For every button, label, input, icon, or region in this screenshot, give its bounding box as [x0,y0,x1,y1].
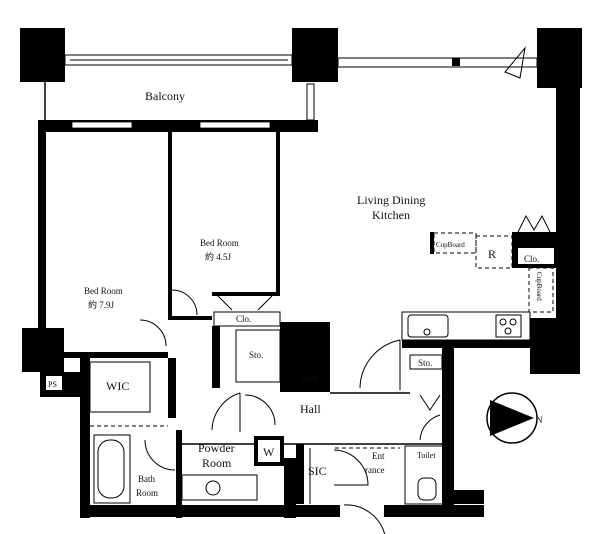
storage [235,329,281,383]
sink [407,314,449,338]
door-swing [333,449,369,486]
toilet-room [404,445,446,505]
room-label-hall: Hall [300,402,321,416]
ps-box [46,376,62,390]
room-label-bath: Bath [138,474,155,484]
door-swing [139,319,167,347]
door-swing [144,439,176,471]
wall [296,444,304,504]
wall [80,505,340,517]
cupboard [528,267,554,313]
door-swing [211,392,241,432]
room-label-ldk: Kitchen [372,208,410,222]
label-fridge: R [488,247,496,261]
wall [172,316,212,320]
label-washer: W [263,445,275,459]
room-label-ldk: Living Dining [357,193,425,207]
label-cupboard: CupBoard [436,241,465,249]
room-label-bedroom-1-size: 約 7.9J [88,299,115,310]
stove [495,314,522,338]
wall [62,352,168,358]
wall [556,88,580,320]
room-label-bedroom-2-size: 約 4.5J [205,251,232,262]
balcony-window [64,54,293,66]
room-label-bath: Room [136,488,158,498]
bathtub [97,439,125,499]
pillar [530,318,580,374]
wall [168,358,176,418]
wall [80,358,90,518]
room-label-powder: Room [202,456,232,470]
room-label-powder: Powder [198,441,235,455]
basin [205,480,221,496]
label-clo-kitchen: Clo. [524,254,539,264]
wall [212,292,280,296]
wall [454,490,484,504]
room-label-wic: WIC [106,379,129,393]
pillar [20,28,65,82]
balcony-door [306,83,315,121]
pillar [292,28,338,82]
north-label: N [536,415,543,425]
room-label-sic: SIC [308,464,327,478]
kitchen-counter [401,311,531,341]
door-swing [171,289,198,316]
compass: N [486,392,543,444]
room-label-bedroom-1: Bed Room [84,286,123,296]
wall [430,232,434,254]
door-swing [244,394,276,426]
wall [284,458,296,518]
wall [176,430,182,518]
label-cupboard-side: CupBoard [535,272,543,301]
room-label-entrance: Ent [372,451,385,461]
entrance-door [343,504,386,534]
door-swing [359,339,401,390]
wic [89,361,151,413]
window [71,121,133,129]
room-label-sto-right: Sto. [418,358,432,368]
ldk-window [337,46,538,79]
room-label-toilet: Toilet [417,451,436,460]
pillar [22,328,64,372]
wall [280,322,330,392]
room-label-bedroom-2: Bed Room [200,238,239,248]
wall [168,130,172,320]
wall [442,348,454,508]
label-ps: PS [48,380,57,389]
wall [402,340,530,348]
closet [213,311,281,327]
vanity [181,474,258,501]
window [199,121,271,129]
bath-area [93,434,131,504]
wall [212,326,220,388]
closet [518,248,554,264]
toilet-fixture [417,477,437,501]
pillar [537,28,582,88]
wall [384,505,484,517]
room-label-shelf: Shelf [301,374,318,383]
room-label-clo-bed: Clo. [236,314,251,324]
door-swing [419,414,441,441]
wall [38,120,46,330]
closet-doors [217,295,273,311]
closet-doors [419,394,441,411]
north-arrow-icon [490,400,534,436]
room-label-sto-center: Sto. [249,350,263,360]
closet-doors [517,214,551,233]
wall [276,130,280,292]
room-label-entrance: rance [365,465,384,475]
room-label-balcony: Balcony [145,89,185,103]
compass-circle [486,392,538,444]
